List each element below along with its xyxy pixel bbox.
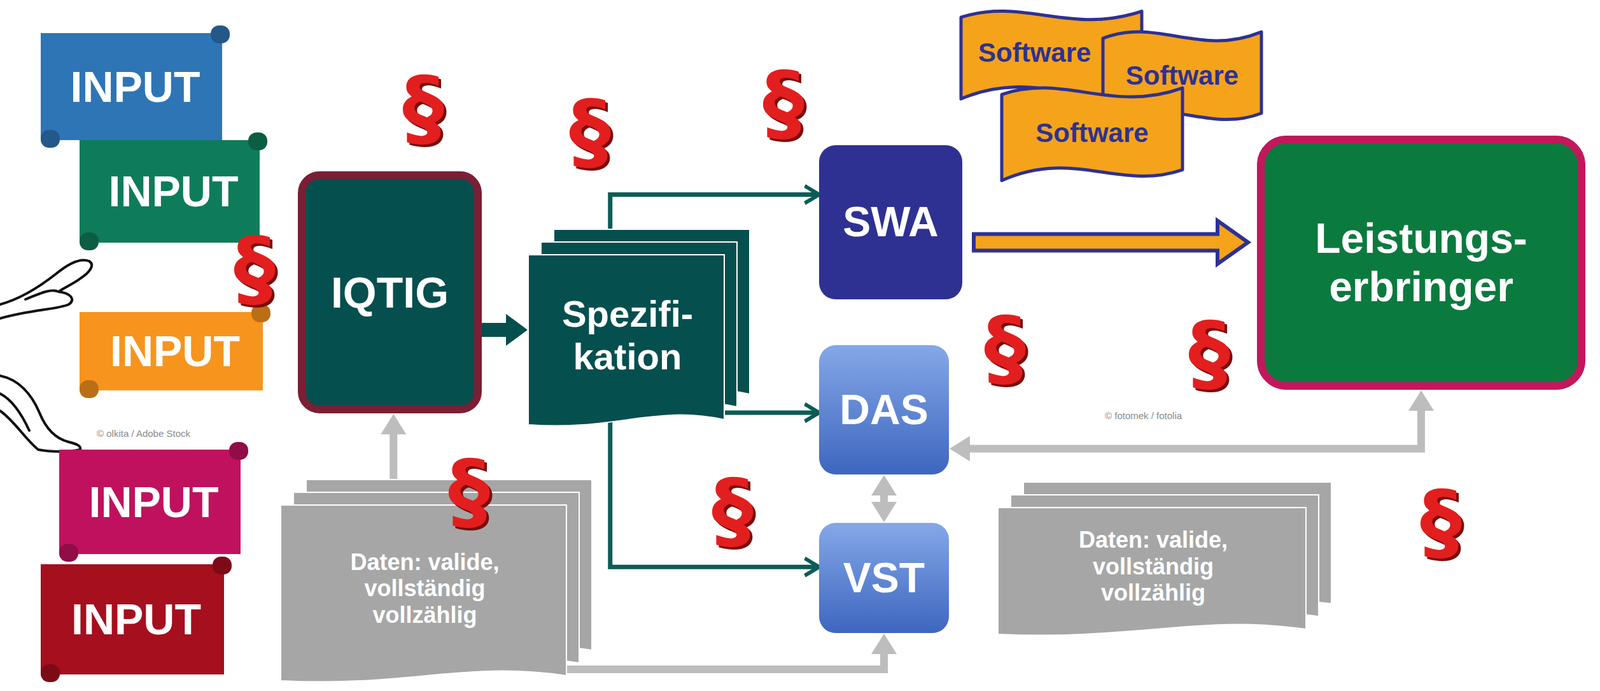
banner-curl [59,543,79,562]
input-banner: INPUT [40,25,230,148]
block-arrow [973,220,1249,264]
paragraph-symbol: § [711,467,754,552]
banner-curl [229,441,249,460]
node-text: VST [843,553,925,603]
node-text: INPUT [108,166,239,216]
input-banner: INPUT [40,556,232,682]
software-flag: Software [999,81,1185,190]
upper-hand-finger [25,290,59,300]
flag-shape [1001,87,1183,181]
paragraph-symbol: § [568,88,611,173]
text-group: Daten: valide, vollständig vollzählig [320,548,531,628]
banner-curl [40,129,60,148]
text-group: INPUT [70,61,201,112]
text-group: INPUT [108,166,239,216]
node-text: IQTIG [330,267,449,317]
banner-curl [79,232,99,251]
text-group: INPUT [110,325,240,376]
banner-body [79,140,260,243]
flow-arrow [481,322,507,337]
text-group: DAS [839,385,928,435]
text-group: Leistungs- erbringer [1281,214,1562,312]
paragraph-symbol: § [1419,478,1462,563]
text-group: VST [843,553,925,603]
document-page [997,507,1306,636]
node-text: SWA [842,197,939,247]
paragraph-symbol: § [448,448,491,533]
data-arrow [566,652,885,669]
input-banner: INPUT [79,304,271,398]
hands-illustration [0,259,92,452]
text-group: Spezifi- kation [541,292,714,378]
node-text: Spezifi- kation [541,292,714,378]
provider-box: Leistungs- erbringer [1256,135,1586,390]
text-group: IQTIG [330,267,449,317]
image-credit: © fotomek / fotolia [1104,409,1182,421]
banner-body [79,311,263,391]
data-arrow [389,433,398,480]
process-box: SWA [819,145,963,300]
flow-arrow [724,409,820,415]
image-credit: © olkita / Adobe Stock [96,427,191,439]
paragraph-symbol: § [1188,309,1231,394]
node-text: Software [1035,117,1149,149]
flow-arrow [610,194,820,230]
document-page [280,504,567,682]
input-banner: INPUT [59,441,249,562]
node-text: Daten: valide, vollständig vollzählig [1048,526,1259,606]
institute-box: IQTIG [297,171,482,414]
banner-curl [79,379,99,398]
data-arrow [969,409,1422,449]
specification-document: Spezifi- kation [528,229,750,429]
lower-hand [0,375,81,452]
node-text: Daten: valide, vollständig vollzählig [320,548,531,628]
banner-curl [210,25,230,44]
process-box: VST [819,522,949,633]
banner-body [59,449,241,554]
banner-curl [248,132,268,151]
lower-hand-finger [0,393,30,431]
banner-curl [40,663,60,682]
flow-arrow [610,415,820,567]
node-text: INPUT [71,593,202,644]
text-group: Software [978,37,1091,69]
upper-hand [0,259,92,319]
paragraph-symbol: § [983,304,1026,389]
text-group: INPUT [71,593,202,644]
node-text: Leistungs- erbringer [1281,214,1562,312]
text-group: INPUT [89,476,219,527]
banner-body [40,33,223,141]
text-group: SWA [842,197,939,247]
text-group: Software [1035,117,1149,149]
data-document: Daten: valide, vollständig vollzählig [997,481,1332,638]
node-text: Software [978,37,1091,69]
node-text: INPUT [70,61,201,112]
process-box: DAS [819,344,949,475]
banner-body [40,563,225,674]
document-page [528,254,725,426]
banner-curl [212,556,232,575]
paragraph-symbol: § [762,59,805,144]
paragraph-symbol: § [233,225,276,310]
data-document: Daten: valide, vollständig vollzählig [280,479,592,685]
paragraph-symbol: § [402,64,445,149]
node-text: INPUT [110,325,240,376]
node-text: INPUT [89,476,219,527]
text-group: Daten: valide, vollständig vollzählig [1048,526,1259,606]
data-arrow [880,494,888,503]
node-text: DAS [839,385,928,435]
